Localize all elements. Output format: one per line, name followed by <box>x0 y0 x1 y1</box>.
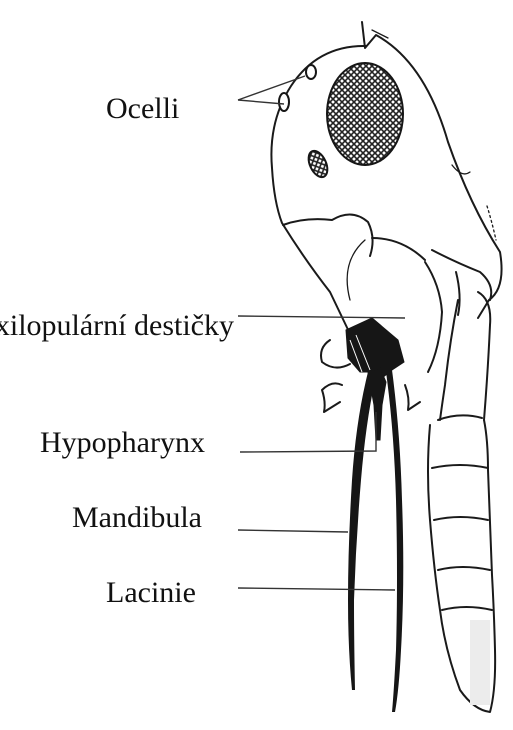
maxillary-plates <box>346 318 404 378</box>
label-ocelli: Ocelli <box>106 92 179 125</box>
leader-maxillary-plates <box>238 316 405 318</box>
label-maxillary-plates: Maxilopulární destičky <box>0 309 234 342</box>
ocellus-lower <box>279 93 289 111</box>
label-lacinie: Lacinie <box>106 576 196 609</box>
leader-mandibula <box>238 530 348 532</box>
ocellus-median <box>305 148 331 180</box>
gena <box>283 214 491 300</box>
leader-ocelli <box>238 76 305 104</box>
ocellus-upper <box>306 65 316 79</box>
mandibula-stylet <box>348 372 376 690</box>
leader-lacinie <box>238 588 395 590</box>
lacinia-stylet <box>386 370 403 712</box>
label-mandibula: Mandibula <box>72 501 202 534</box>
compound-eye <box>327 63 403 165</box>
segmented-palp <box>428 292 495 712</box>
label-hypopharynx: Hypopharynx <box>40 426 205 459</box>
